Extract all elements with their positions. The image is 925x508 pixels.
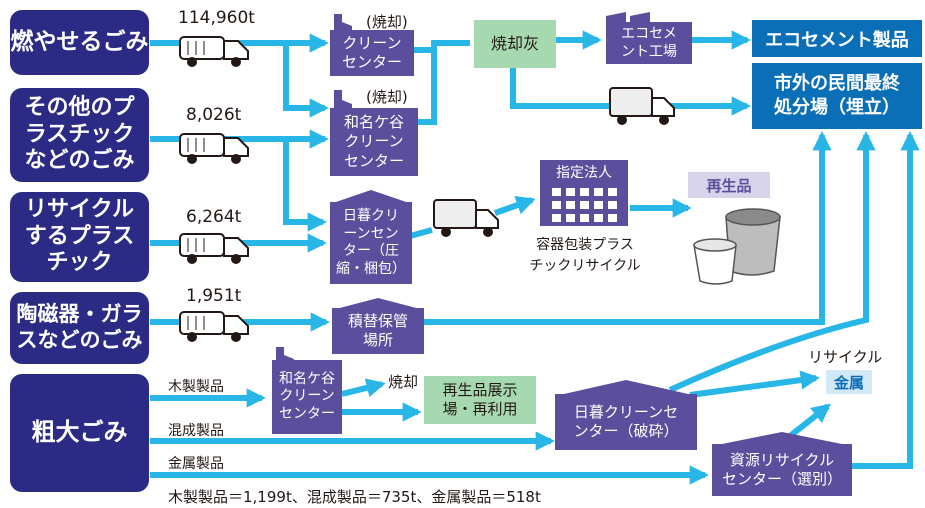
incineration-tag: (焼却) [366,13,408,31]
garbage-truck-icon [179,133,249,164]
transfer-storage: 積替保管 場所 [332,308,424,354]
incineration-label: 焼却 [388,373,419,391]
source-plastic-other: その他のプ ラスチック などのごみ [10,88,149,182]
garbage-truck-icon [179,36,249,67]
qty-recycle-plastic: 6,264t [186,207,242,227]
display-reuse-box: 再生品展示 場・再利用 [424,376,536,424]
nippori-clean-center-compression: 日暮クリ ーンセン ター（圧 縮・梱包） [330,202,412,284]
qty-burnable: 114,960t [178,8,255,28]
recycled-goods-label: 再生品 [688,172,770,198]
wood-products-label: 木製製品 [168,379,224,395]
chimney-icon [276,347,294,363]
house-roof [712,432,852,446]
source-bulky: 粗大ごみ [10,374,149,492]
incineration-ash: 焼却灰 [474,20,556,68]
metal-label: 金属 [826,370,872,394]
resource-recycle-center: 資源リサイクル センター（選別） [712,444,852,496]
house-roof [330,190,412,204]
eco-cement-plant: エコセメ ント工場 [606,22,692,64]
qty-ceramic-glass: 1,951t [186,286,242,306]
designated-corporation-building: 指定法人 [540,160,628,226]
qty-plastic-other: 8,026t [186,105,242,125]
house-roof [332,298,424,310]
clean-center: クリーン センター [330,30,414,76]
recycled-bucket-icon [693,208,781,285]
container-recycle-label: 容器包装プラス チックリサイクル [529,237,641,274]
metal-products-label: 金属製品 [168,456,224,472]
cargo-truck-icon [609,87,675,125]
source-ceramic-glass: 陶磁器・ガラ スなどのごみ [10,292,149,364]
wanagaya-clean-center: 和名ケ谷 クリーン センター [330,108,418,176]
eco-cement-products: エコセメント製品 [752,20,922,57]
footer-note: 木製製品＝1,199t、混成製品＝735t、金属製品＝518t [168,488,541,506]
house-roof [555,380,697,396]
sawtooth-roof [606,12,650,24]
chimney-icon [334,90,352,110]
garbage-truck-icon [179,233,249,264]
building-windows [540,188,628,222]
nippori-clean-center-crush: 日暮クリーンセ ンター（破砕） [555,394,697,450]
source-recycle-plastic: リサイクル するプラス チック [10,192,149,282]
designated-corporation-label: 指定法人 [556,165,612,181]
garbage-truck-icon [179,311,249,342]
cargo-truck-icon [433,199,499,237]
mixed-products-label: 混成製品 [168,423,224,439]
wanagaya-clean-center-bulky: 和名ケ谷 クリーン センター [272,360,342,434]
landfill-destination: 市外の民間最終 処分場（埋立） [752,63,922,129]
incineration-tag: (焼却) [366,88,408,106]
source-burnable: 燃やせるごみ [10,10,149,75]
recycle-label: リサイクル [808,348,883,366]
chimney-icon [334,14,352,32]
